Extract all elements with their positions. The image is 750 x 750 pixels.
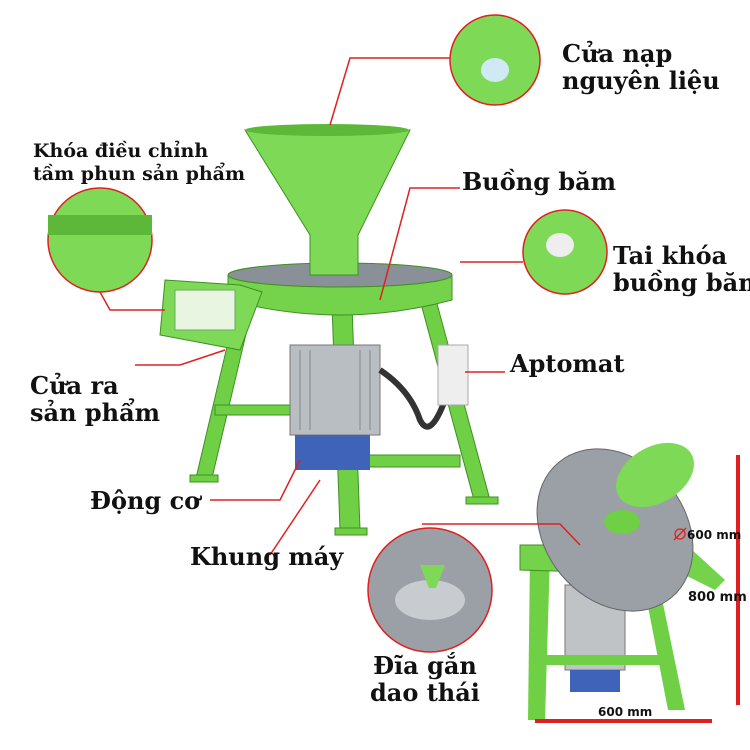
label-breaker: Aptomat (510, 349, 625, 378)
detail-spray-lock (47, 187, 153, 293)
hopper-illustration (244, 129, 411, 276)
label-chamber: Buồng băm (462, 167, 617, 196)
dimension-lines (535, 455, 740, 723)
open-machine-illustration (519, 442, 725, 720)
dimension-diameter: 600 mm (687, 528, 742, 542)
label-frame: Khung máy (190, 542, 344, 571)
motor-illustration (289, 344, 448, 470)
dimension-height: 800 mm (688, 590, 747, 605)
label-motor: Động cơ (90, 486, 201, 515)
chamber-illustration (227, 262, 453, 316)
leader-lines (99, 57, 581, 556)
dimension-width: 600 mm (598, 705, 653, 719)
breaker-illustration (437, 344, 469, 406)
